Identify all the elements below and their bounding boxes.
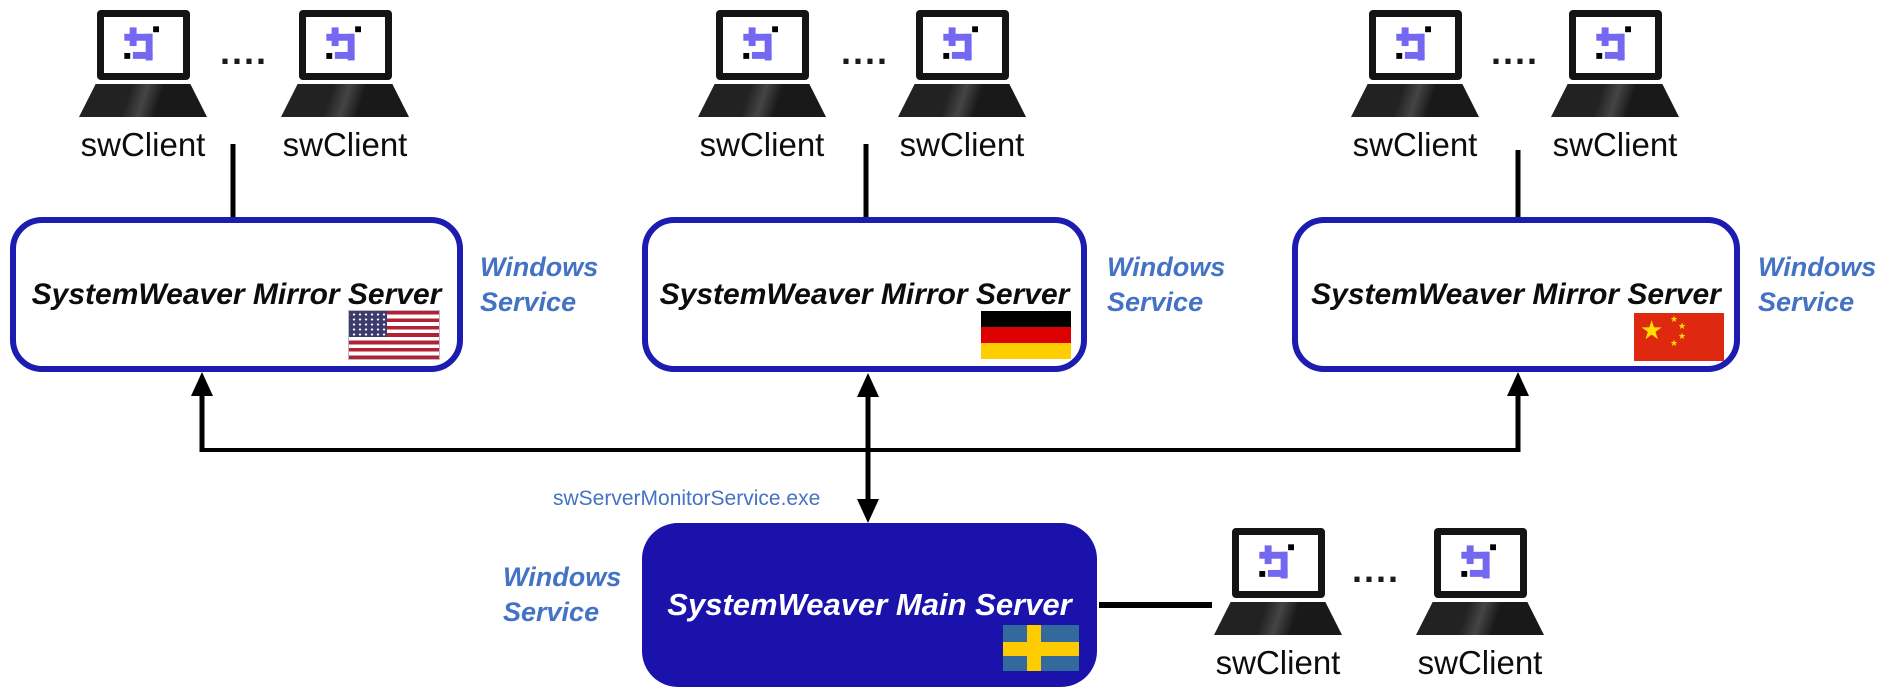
- sweden-flag-cross: [1003, 642, 1079, 656]
- mirror-server-title: SystemWeaver Mirror Server: [659, 277, 1070, 311]
- windows-service-label: Windows Service: [1107, 250, 1225, 320]
- mirror-server-box-cn: SystemWeaver Mirror Server ★ ★ ★ ★ ★: [1292, 217, 1740, 372]
- mirror-server-box-us: SystemWeaver Mirror Server: [10, 217, 463, 372]
- crop-icon: [326, 26, 361, 61]
- windows-service-line2: Service: [1758, 287, 1855, 317]
- laptop-keyboard-icon: [698, 84, 826, 117]
- client-label: swClient: [1552, 126, 1678, 163]
- china-flag-star: ★: [1670, 314, 1679, 324]
- crop-icon: [1396, 26, 1431, 61]
- arrow-center-up-head: [857, 373, 879, 397]
- windows-service-line2: Service: [480, 287, 577, 317]
- us-flag-icon: [348, 310, 440, 360]
- crop-icon: [1259, 544, 1294, 579]
- crop-icon: [743, 26, 778, 61]
- ellipsis-dots: ....: [220, 31, 269, 72]
- client-laptop: swClient: [698, 10, 826, 164]
- laptop-monitor-icon: [1568, 10, 1662, 80]
- crop-icon: [1596, 26, 1631, 61]
- laptop-monitor-icon: [1231, 528, 1325, 598]
- laptop-keyboard-icon: [1416, 602, 1544, 635]
- china-flag-star: ★: [1670, 338, 1679, 348]
- laptop-monitor-icon: [1433, 528, 1527, 598]
- china-flag-star: ★: [1678, 321, 1687, 331]
- client-laptop: swClient: [1551, 10, 1679, 164]
- ellipsis-dots: ....: [1352, 549, 1401, 590]
- client-laptop: swClient: [1416, 528, 1544, 682]
- laptop-monitor-icon: [298, 10, 392, 80]
- arrow-left-mirror-head: [191, 372, 213, 396]
- client-label: swClient: [80, 126, 206, 163]
- laptop-monitor-icon: [96, 10, 190, 80]
- client-laptop: swClient: [1214, 528, 1342, 682]
- china-flag-star: ★: [1678, 331, 1687, 341]
- crop-icon: [124, 26, 159, 61]
- crop-icon: [1461, 544, 1496, 579]
- laptop-keyboard-icon: [1351, 84, 1479, 117]
- laptop-keyboard-icon: [1214, 602, 1342, 635]
- laptop-keyboard-icon: [1551, 84, 1679, 117]
- arrow-center-down-head: [857, 499, 879, 523]
- windows-service-line1: Windows: [1758, 252, 1877, 282]
- laptop-monitor-icon: [715, 10, 809, 80]
- china-flag-star: ★: [1640, 315, 1664, 345]
- arrow-right-mirror-head: [1507, 372, 1529, 396]
- mirror-server-title: SystemWeaver Mirror Server: [1311, 277, 1721, 311]
- client-laptop: swClient: [281, 10, 409, 164]
- client-label: swClient: [699, 126, 825, 163]
- mirror-server-title: SystemWeaver Mirror Server: [31, 277, 442, 311]
- windows-service-line1: Windows: [480, 252, 599, 282]
- client-label: swClient: [282, 126, 408, 163]
- windows-service-line1: Windows: [503, 562, 622, 592]
- laptop-monitor-icon: [915, 10, 1009, 80]
- main-server-box: SystemWeaver Main Server: [642, 523, 1097, 687]
- windows-service-line1: Windows: [1107, 252, 1226, 282]
- ellipsis-dots: ....: [841, 31, 890, 72]
- windows-service-label: Windows Service: [503, 560, 621, 630]
- client-laptop: swClient: [79, 10, 207, 164]
- client-label: swClient: [899, 126, 1025, 163]
- client-label: swClient: [1417, 644, 1543, 681]
- laptop-keyboard-icon: [281, 84, 409, 117]
- windows-service-line2: Service: [503, 597, 600, 627]
- client-label: swClient: [1352, 126, 1478, 163]
- windows-service-label: Windows Service: [1758, 250, 1876, 320]
- main-server-title: SystemWeaver Main Server: [667, 587, 1072, 622]
- laptop-monitor-icon: [1368, 10, 1462, 80]
- monitor-service-label: swServerMonitorService.exe: [553, 487, 821, 510]
- sweden-flag-icon: [1003, 625, 1079, 671]
- laptop-keyboard-icon: [898, 84, 1026, 117]
- client-laptop: swClient: [898, 10, 1026, 164]
- mirror-server-box-de: SystemWeaver Mirror Server: [642, 217, 1087, 372]
- us-flag-canton: [349, 311, 387, 337]
- ellipsis-dots: ....: [1491, 31, 1540, 72]
- laptop-keyboard-icon: [79, 84, 207, 117]
- windows-service-line2: Service: [1107, 287, 1204, 317]
- client-laptop: swClient: [1351, 10, 1479, 164]
- client-label: swClient: [1215, 644, 1341, 681]
- germany-flag-icon: [981, 311, 1071, 359]
- crop-icon: [943, 26, 978, 61]
- china-flag-icon: ★ ★ ★ ★ ★: [1634, 313, 1724, 361]
- windows-service-label: Windows Service: [480, 250, 598, 320]
